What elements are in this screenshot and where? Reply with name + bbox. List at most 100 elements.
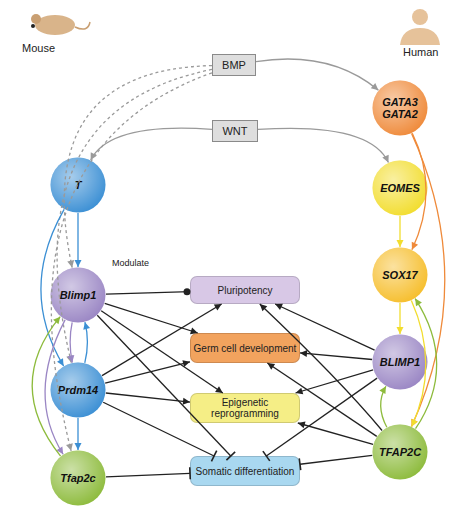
connector [256,59,378,90]
arrow-head [397,327,404,334]
node-text: Pluripotency [217,285,272,296]
connector [51,73,212,451]
gene-circle: Blimp1 [50,267,106,323]
arrow-head [298,422,306,429]
connector-line [85,322,88,363]
arrow-head [214,304,222,311]
connector [83,322,90,363]
arrow-head [371,83,379,90]
process-box: Pluripotency [190,276,300,304]
connector-line [275,304,374,350]
arrow-head [411,419,417,427]
connector [103,402,216,461]
connector-line [91,128,212,160]
connector-line [411,301,425,427]
connector-line [412,133,426,249]
arrow-head [415,299,422,307]
connector [296,370,374,394]
connector [258,128,389,162]
arrow-head [275,304,283,310]
connector-line [97,315,230,456]
process-box: Somatic differentiation [190,456,300,486]
inhibition-bar [189,467,191,479]
connector-line [412,134,445,427]
connector [75,418,82,450]
arrow-head [379,386,386,394]
connector-line [105,303,198,333]
inhibition-bar [211,451,216,462]
connector [106,393,190,405]
node-text: T [71,179,86,191]
connector-line [260,304,382,430]
arrow-head [300,350,307,357]
node-text: SOX17 [378,269,421,281]
node-text: Epigenetic reprogramming [191,397,299,419]
connector [299,455,372,470]
connector [67,322,74,362]
connector [106,467,190,479]
process-box: Epigenetic reprogramming [190,393,300,423]
arrow-head [412,242,418,250]
node-text: Germ cell development [194,343,297,354]
signal-box: BMP [212,54,256,76]
arrow-head [382,155,388,163]
connector-line [103,402,214,456]
arrow-head [75,260,82,267]
arrow-head [53,317,60,325]
node-text: TFAP2C [375,446,425,458]
connector-line [399,303,400,334]
node-text: EOMES [376,182,424,194]
gene-circle: Prdm14 [50,362,106,418]
connector-line [399,216,400,247]
arrow-head [66,443,73,451]
connector-line [296,370,374,393]
connector [300,350,372,359]
arrow-head [67,260,74,268]
modulate-dot [184,288,191,295]
gene-circle: Tfap2c [50,450,106,506]
arrow-head [397,240,404,247]
node-text: Prdm14 [54,384,102,396]
arrow-head [75,443,82,450]
connector-line [381,386,387,427]
connector-line [32,317,60,456]
connector-line [267,363,376,436]
connector [275,304,374,350]
connector [105,360,190,383]
gene-circle: BLIMP1 [372,334,428,390]
connector-line [300,455,372,464]
arrow-head [57,358,64,366]
arrow-head [182,360,190,367]
inhibition-bar [299,458,300,470]
connector-line [415,299,437,429]
gene-circle: T [50,157,106,213]
process-box: Germ cell development [190,333,300,363]
connector [267,363,376,436]
connector [379,386,386,427]
connector-line [101,311,223,393]
connector [397,303,404,334]
connector [105,303,198,334]
connector [415,299,437,429]
gene-circle: SOX17 [372,247,428,303]
gene-circle: TFAP2C [372,424,428,480]
connector-line [258,128,388,162]
connector [91,128,212,160]
connector [102,304,222,376]
connector-line [45,320,65,454]
annotation-label: Modulate [112,258,149,268]
arrow-head [260,304,267,311]
mouse-icon [31,14,90,35]
connector-line [256,59,378,90]
human-icon [400,9,440,45]
arrow-head [83,322,90,330]
connector-line [266,378,377,456]
connector [411,134,445,427]
node-text: WNT [222,125,247,137]
connector [260,304,382,430]
node-text: BMP [222,59,246,71]
arrow-head [183,398,190,405]
arrow-head [66,355,73,363]
connector [64,66,212,268]
